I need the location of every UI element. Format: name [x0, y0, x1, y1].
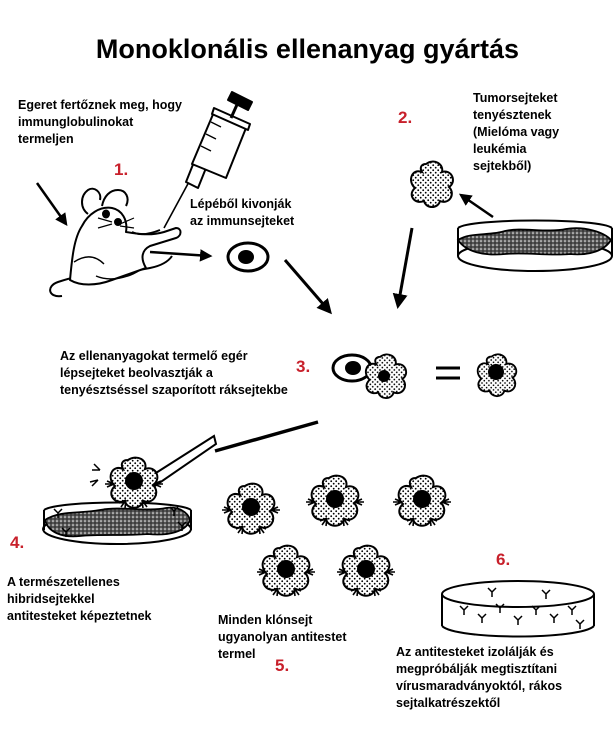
step-2-line: leukémia — [473, 142, 527, 156]
mouse-illustration — [49, 187, 182, 298]
step-6-line: megpróbálják megtisztítani — [396, 662, 558, 676]
tumor-cell — [410, 160, 454, 208]
step-3-line: lépsejteket beolvasztják a — [60, 366, 213, 380]
hybrid-cell-with-pipette — [89, 434, 218, 509]
step-6-description: Az antitesteket izolálják és megpróbáljá… — [396, 644, 562, 712]
step-6-line: sejtalkatrészektől — [396, 696, 501, 710]
step-3-number: 3. — [296, 357, 311, 376]
clonal-cells — [221, 474, 452, 597]
step-6-line: Az antitesteket izolálják és — [396, 645, 554, 659]
step-4-description: A természetellenes hibridsejtekkel antit… — [7, 574, 152, 625]
step-1-line: immunglobulinokat — [18, 115, 134, 129]
step-5-number: 5. — [275, 656, 290, 675]
step-4-line: hibridsejtekkel — [7, 592, 95, 606]
step-1-line: Egeret fertőznek meg, hogy — [18, 98, 182, 112]
arrow-spleen-to-fusion — [283, 259, 332, 315]
step-1-description: Egeret fertőznek meg, hogy immunglobulin… — [18, 97, 182, 148]
step-1-line: termeljen — [18, 132, 74, 146]
arrow-to-mouse — [35, 182, 68, 227]
spleen-extraction-label: Lépéből kivonják az immunsejteket — [190, 196, 294, 230]
step-3-line: tenyésztséssel szaporított ráksejtekbe — [60, 383, 288, 397]
step-3-line: Az ellenanyagokat termelő egér — [60, 349, 248, 363]
arrow-tumor-to-fusion — [392, 227, 414, 309]
step-2-description: Tumorsejteket tenyésztenek (Mielóma vagy… — [473, 90, 559, 175]
syringe-illustration — [163, 91, 253, 229]
arrow-to-spleen-cell — [149, 249, 213, 262]
step-2-line: Tumorsejteket — [473, 91, 558, 105]
step-5-line: ugyanolyan antitestet — [218, 630, 347, 644]
step-2-line: tenyésztenek — [473, 108, 552, 122]
arrow-dish-to-tumor — [458, 193, 494, 219]
spleen-label-line: Lépéből kivonják — [190, 197, 292, 211]
step-2-line: (Mielóma vagy — [473, 125, 560, 139]
fusion-cells — [331, 353, 408, 400]
culture-dish-tumor — [456, 219, 613, 272]
spleen-label-line: az immunsejteket — [190, 214, 295, 228]
step-1-number: 1. — [114, 160, 129, 179]
equals-sign — [436, 366, 460, 380]
step-5-line: Minden klónsejt — [218, 613, 313, 627]
step-2-line: sejtekből) — [473, 159, 532, 173]
spleen-cell — [226, 241, 270, 273]
step-6-line: vírusmaradványoktól, rákos — [396, 679, 563, 693]
step-2-number: 2. — [398, 108, 413, 127]
step-4-line: A természetellenes — [7, 575, 120, 589]
step-3-description: Az ellenanyagokat termelő egér lépsejtek… — [60, 348, 288, 399]
step-4-number: 4. — [10, 533, 25, 552]
hybrid-culture-dish — [42, 501, 192, 545]
hybrid-cell-result — [476, 353, 518, 398]
diagram-title: Monoklonális ellenanyag gyártás — [95, 34, 520, 64]
step-6-number: 6. — [496, 550, 511, 569]
step-5-description: Minden klónsejt ugyanolyan antitestet te… — [218, 612, 347, 663]
connector-line — [214, 420, 319, 453]
antibody-dish — [441, 580, 595, 638]
step-5-line: termel — [218, 647, 256, 661]
step-4-line: antitesteket képeztetnek — [7, 609, 152, 623]
